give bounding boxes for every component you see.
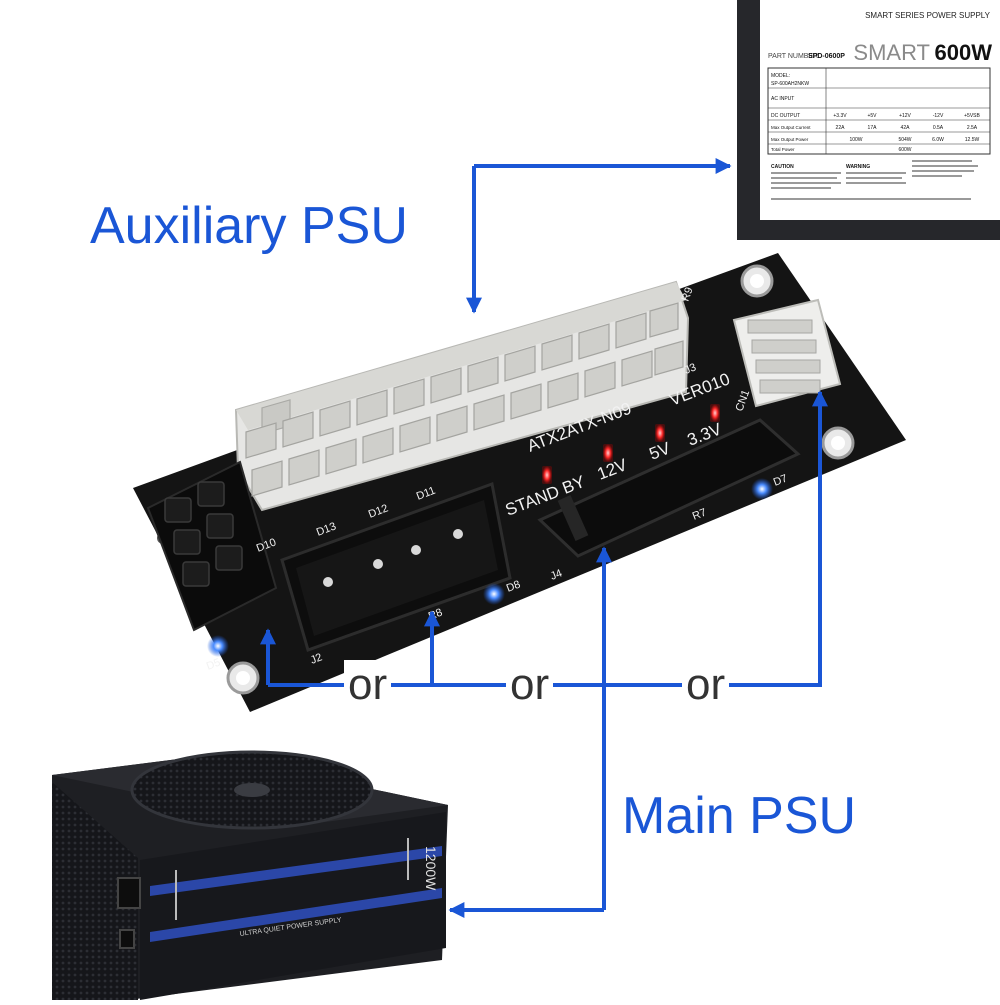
aux-psu-ac-input: AC INPUT <box>771 96 794 102</box>
main-psu-fan-hub <box>234 783 270 797</box>
rail-current: 22A <box>836 125 846 131</box>
main-psu: 1200W ULTRA QUIET POWER SUPPLY <box>52 750 448 1000</box>
mount-hole-inner <box>831 436 845 450</box>
main-psu-label: Main PSU <box>622 787 857 845</box>
rail-power: 12.5W <box>965 137 980 143</box>
blue-leds <box>207 478 773 657</box>
molex-connector <box>280 481 512 652</box>
rail-power: 504W <box>898 137 911 143</box>
aux-psu-part-label: PART NUMBER <box>768 53 818 60</box>
rail-current: 42A <box>901 125 911 131</box>
red-led <box>542 466 552 484</box>
rail-current: 0.5A <box>933 125 944 131</box>
red-led <box>710 404 720 422</box>
connection-arrows <box>260 158 828 918</box>
j3-label: J3 <box>683 361 698 376</box>
blue-led <box>751 478 773 500</box>
d5-label: D5 <box>205 657 222 673</box>
r7-label: R7 <box>691 507 708 523</box>
or-label: or <box>506 660 554 710</box>
j2-label: J2 <box>309 651 324 666</box>
aux-psu-warning: WARNING <box>846 164 870 170</box>
ac-inlet <box>117 877 141 909</box>
d7-label: D7 <box>772 473 789 489</box>
aux-psu-rails: +3.3V +5V +12V -12V +5VSB 22A 17A 42A 0.… <box>833 113 980 153</box>
cn1-connector <box>732 298 842 408</box>
rail-label: +12V <box>899 113 911 119</box>
aux-psu-spec-table <box>767 67 991 155</box>
aux-psu-max-power-label: Max Output Power <box>771 137 809 142</box>
rail-label: +5V <box>867 113 877 119</box>
aux-psu-series: SMART SERIES POWER SUPPLY <box>865 11 991 20</box>
blue-led <box>483 583 505 605</box>
main-psu-stripe <box>150 846 442 896</box>
r9-label: R9 <box>680 286 696 303</box>
pcie-6pin-connector <box>146 460 278 632</box>
rail-label: +3.3V <box>833 113 847 119</box>
blue-led <box>207 635 229 657</box>
aux-psu-max-current-label: Max Output Current <box>771 125 811 130</box>
red-led <box>655 424 665 442</box>
aux-psu-fine-print <box>771 160 978 200</box>
rail-current: 17A <box>868 125 878 131</box>
aux-psu-wattage: 600W <box>935 40 993 65</box>
aux-psu-dc-output: DC OUTPUT <box>771 113 800 119</box>
or-label: or <box>682 660 730 710</box>
main-psu-side-mesh <box>52 782 138 1000</box>
power-switch <box>119 929 135 949</box>
red-led <box>603 444 613 462</box>
aux-psu-brand: SMART <box>853 40 930 65</box>
rail-power: 6.0W <box>932 137 944 143</box>
rail-current: 2.5A <box>967 125 978 131</box>
rail-label: +5VSB <box>964 113 980 119</box>
total-power: 600W <box>898 147 911 153</box>
auxiliary-psu: SMART SERIES POWER SUPPLY PART NUMBER SP… <box>737 0 1000 240</box>
rail-label: -12V <box>933 113 944 119</box>
arrow-to-cn1 <box>268 390 828 687</box>
rail-power: 100W <box>849 137 862 143</box>
atx-24pin-connector <box>234 280 690 512</box>
or-label: or <box>344 660 392 710</box>
sata-connector <box>537 418 801 558</box>
red-leds <box>542 404 720 484</box>
auxiliary-psu-label: Auxiliary PSU <box>90 197 408 255</box>
adapter-board: ATX2ATX-N09 VER010 STAND BY 12V 5V 3.3V … <box>133 253 906 712</box>
aux-psu-model: SP-600AH2NKW <box>771 81 809 87</box>
d8-label: D8 <box>505 579 522 595</box>
main-psu-wattage: 1200W <box>423 846 439 891</box>
main-psu-stripe <box>150 888 442 942</box>
aux-psu-model-label: MODEL: <box>771 73 790 79</box>
aux-psu-total-power-label: Total Power <box>771 147 795 152</box>
mount-hole-inner <box>750 274 764 288</box>
mount-hole-inner <box>236 671 250 685</box>
aux-psu-caution: CAUTION <box>771 164 794 170</box>
aux-psu-part-number: SPD-0600P <box>808 53 845 60</box>
j4-label: J4 <box>549 567 564 582</box>
